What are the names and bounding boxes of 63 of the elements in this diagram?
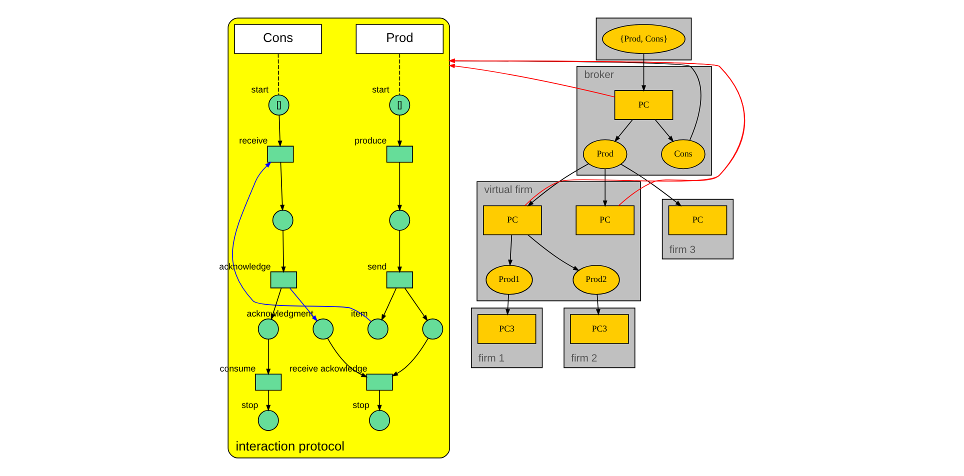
arrow — [508, 234, 513, 266]
node-box: PC — [668, 205, 728, 236]
arrow — [614, 119, 633, 142]
node-box: Cons — [234, 24, 322, 54]
node-label: stop — [352, 400, 370, 410]
arrow — [232, 162, 372, 322]
node-ellipse: Cons — [661, 139, 706, 170]
node-box: PC — [483, 205, 542, 236]
arrow — [266, 338, 271, 376]
node-circle — [258, 318, 279, 340]
arrow — [448, 64, 616, 98]
arrow — [280, 162, 285, 212]
arrow — [602, 168, 608, 207]
node-label: produce — [354, 136, 387, 146]
node-ellipse: Prod — [582, 139, 628, 170]
arrow — [527, 163, 589, 206]
arrow — [397, 162, 402, 212]
node-box: Prod — [356, 24, 444, 54]
arrow — [397, 230, 402, 274]
arrow — [620, 164, 682, 206]
node-circle: [] — [389, 94, 410, 116]
node-box — [386, 146, 413, 163]
node-circle — [422, 318, 444, 340]
node-label: start — [251, 84, 269, 94]
node-circle — [389, 210, 410, 231]
node-box: PC — [576, 205, 634, 236]
arrow — [381, 288, 397, 321]
node-label: send — [368, 261, 387, 272]
arrow — [281, 230, 286, 274]
arrow — [506, 294, 510, 316]
arrow — [596, 294, 600, 316]
arrow — [397, 114, 402, 148]
arrow — [654, 119, 674, 142]
node-box — [255, 374, 282, 391]
node-label: stop — [241, 400, 258, 410]
node-box: PC — [614, 90, 674, 120]
arrow — [404, 288, 428, 322]
arrow — [528, 234, 580, 271]
node-box — [386, 271, 413, 288]
connector — [399, 53, 400, 96]
node-box: PC3 — [570, 314, 629, 344]
connector — [278, 53, 280, 96]
node-circle — [258, 410, 279, 431]
arrow — [642, 53, 646, 92]
node-label: start — [372, 84, 390, 94]
node-box — [366, 374, 393, 391]
node-circle: [] — [268, 94, 290, 116]
arrow — [266, 390, 271, 412]
arrow — [289, 288, 318, 322]
node-ellipse: Prod1 — [486, 264, 533, 295]
node-circle — [369, 410, 390, 431]
node-label: receive — [239, 136, 268, 146]
node-circle — [312, 318, 334, 340]
node-box — [270, 271, 297, 288]
node-box: PC3 — [477, 314, 536, 344]
arrow — [377, 390, 382, 412]
cluster — [596, 18, 692, 60]
node-ellipse: {Prod, Cons} — [602, 24, 686, 54]
arrow — [392, 338, 429, 376]
arrow — [278, 114, 282, 148]
node-circle — [272, 210, 294, 231]
node-circle — [367, 318, 388, 340]
node-box — [267, 146, 294, 163]
